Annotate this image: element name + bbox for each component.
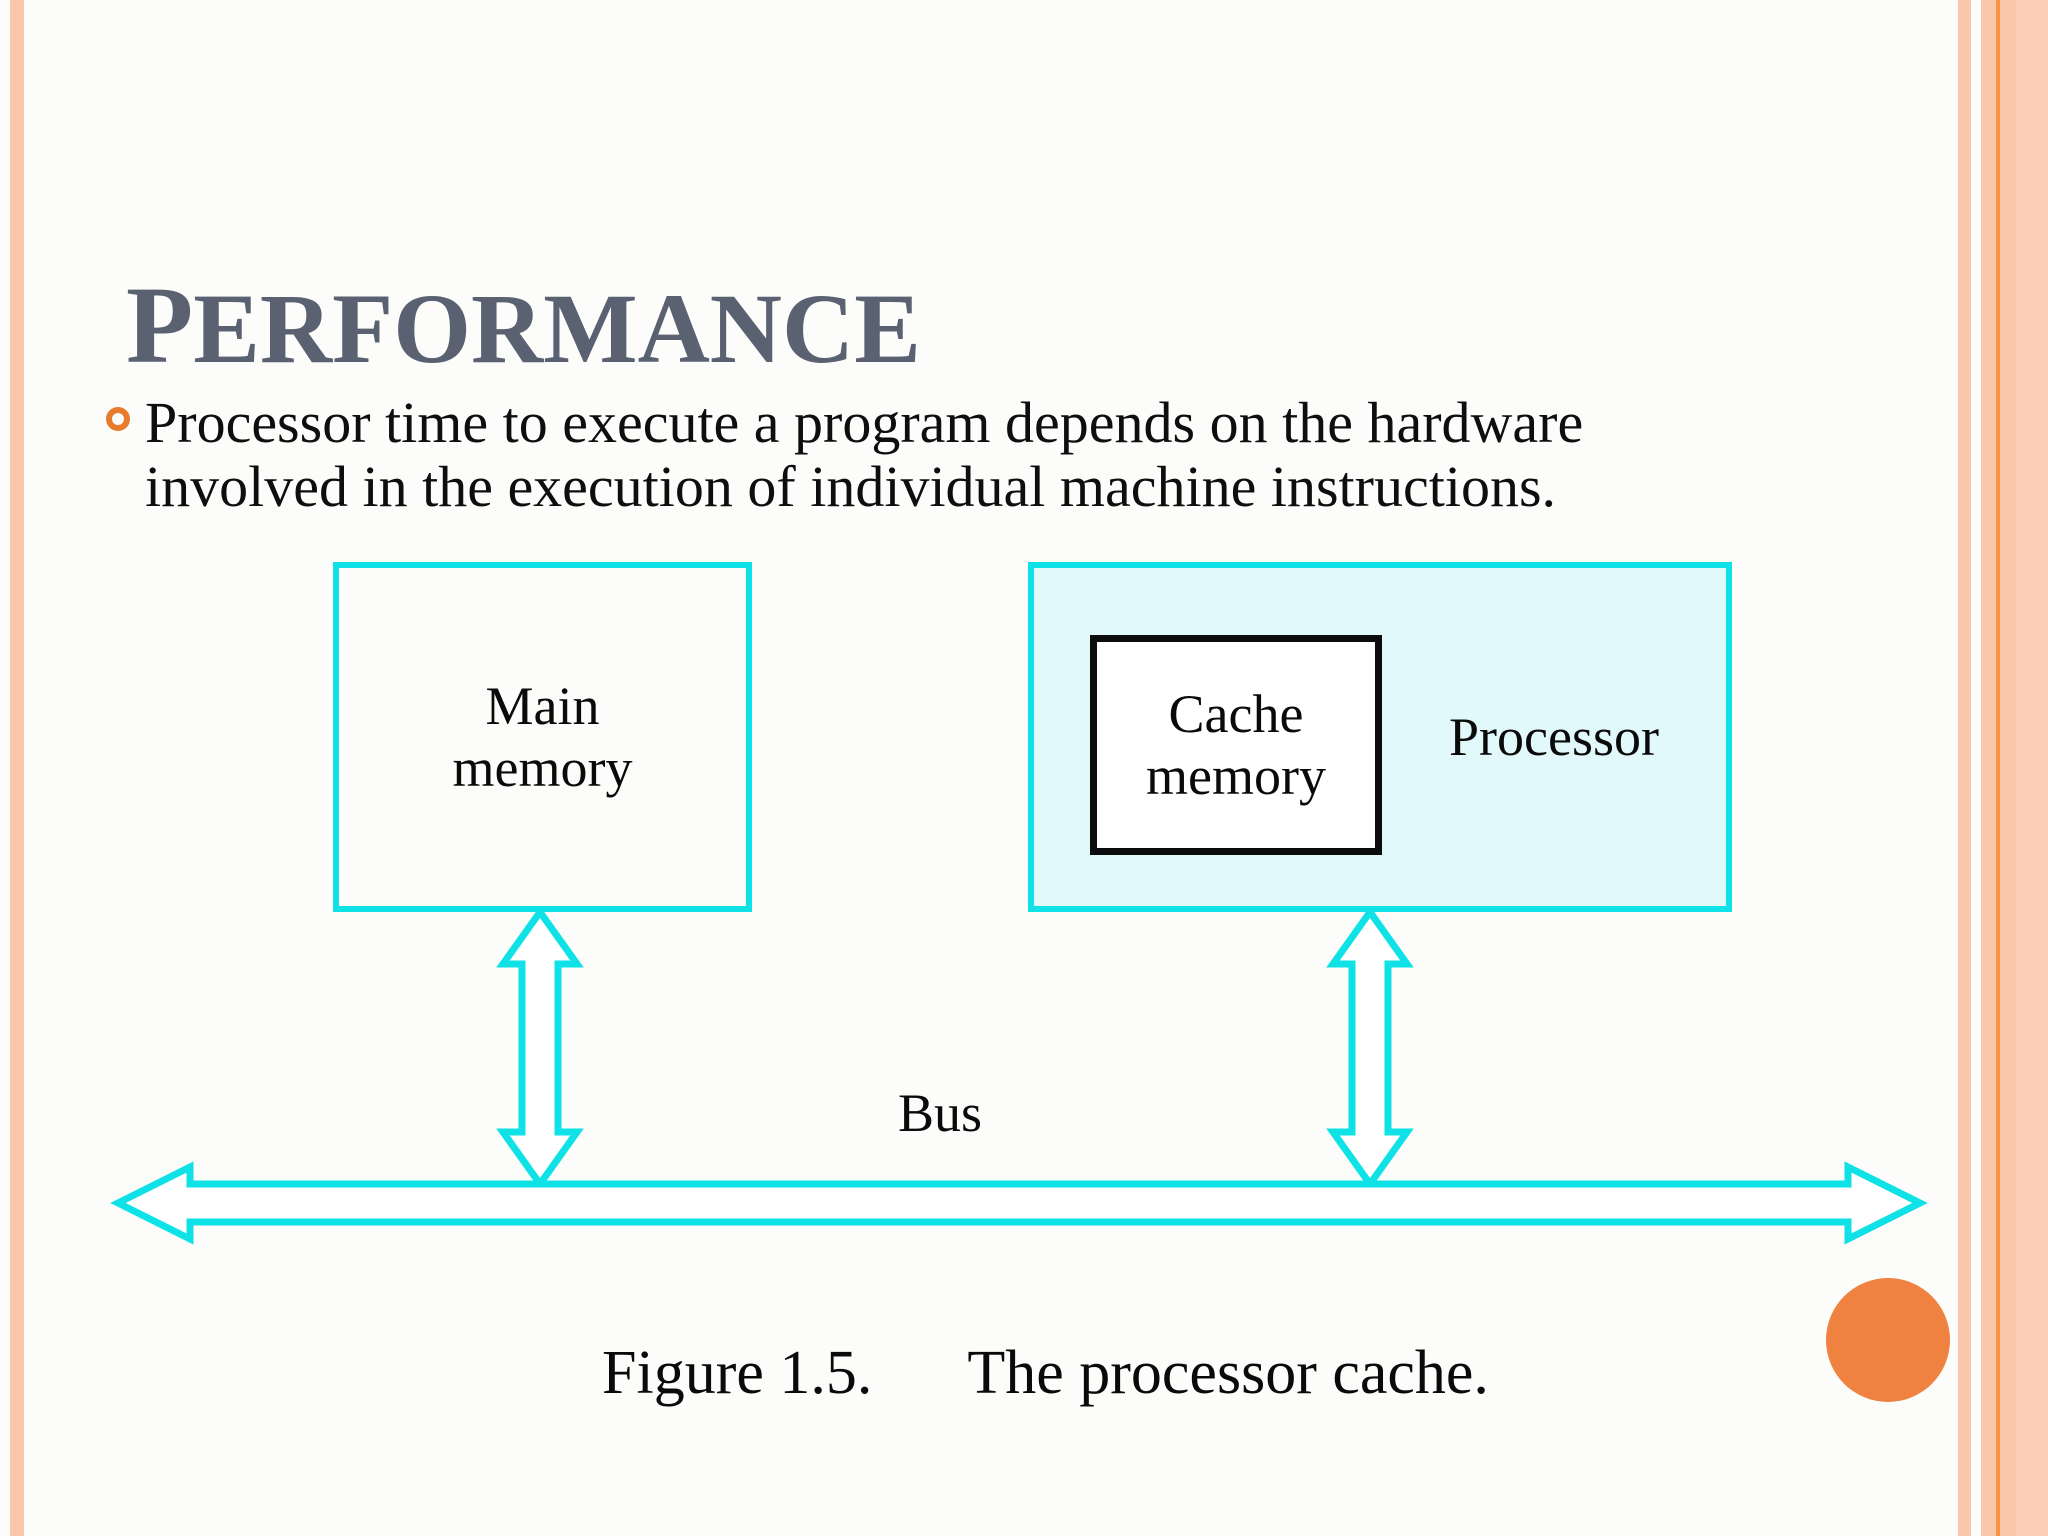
processor-label: Processor — [1449, 707, 1659, 767]
slide-title: PERFORMANCE — [126, 264, 921, 386]
bus-label: Bus — [897, 1083, 983, 1143]
cache-memory-label: Cache memory — [1097, 642, 1375, 848]
figure-caption: Figure 1.5. The processor cache. — [602, 1338, 1489, 1409]
main-memory-label-line1: Main — [485, 676, 600, 736]
left-border-stripe — [10, 0, 24, 1536]
bullet-paragraph: Processor time to execute a program depe… — [145, 391, 1925, 519]
processor-box: Cache memory Processor — [1028, 562, 1732, 912]
bullet-line-2: involved in the execution of individual … — [145, 454, 1557, 519]
right-border-light-band — [2016, 0, 2048, 1536]
main-memory-label-line2: memory — [452, 738, 633, 798]
right-border-stripe-thin — [1958, 0, 1971, 1536]
main-memory-label: Main memory — [339, 568, 746, 906]
bullet-ring-icon — [106, 407, 130, 431]
main-memory-bus-arrow — [496, 905, 584, 1191]
main-memory-box: Main memory — [333, 562, 752, 912]
cache-memory-label-line1: Cache — [1168, 684, 1304, 744]
figure-caption-number: Figure 1.5. — [602, 1339, 873, 1407]
orange-circle-decoration — [1826, 1278, 1950, 1402]
cache-memory-box: Cache memory — [1090, 635, 1382, 855]
cache-memory-label-line2: memory — [1146, 746, 1326, 806]
bullet-line-1: Processor time to execute a program depe… — [145, 390, 1584, 455]
processor-bus-arrow — [1326, 905, 1414, 1191]
bus-arrow — [110, 1161, 1928, 1245]
right-border-accent-line — [1996, 0, 2000, 1536]
figure-caption-text: The processor cache. — [967, 1339, 1489, 1407]
